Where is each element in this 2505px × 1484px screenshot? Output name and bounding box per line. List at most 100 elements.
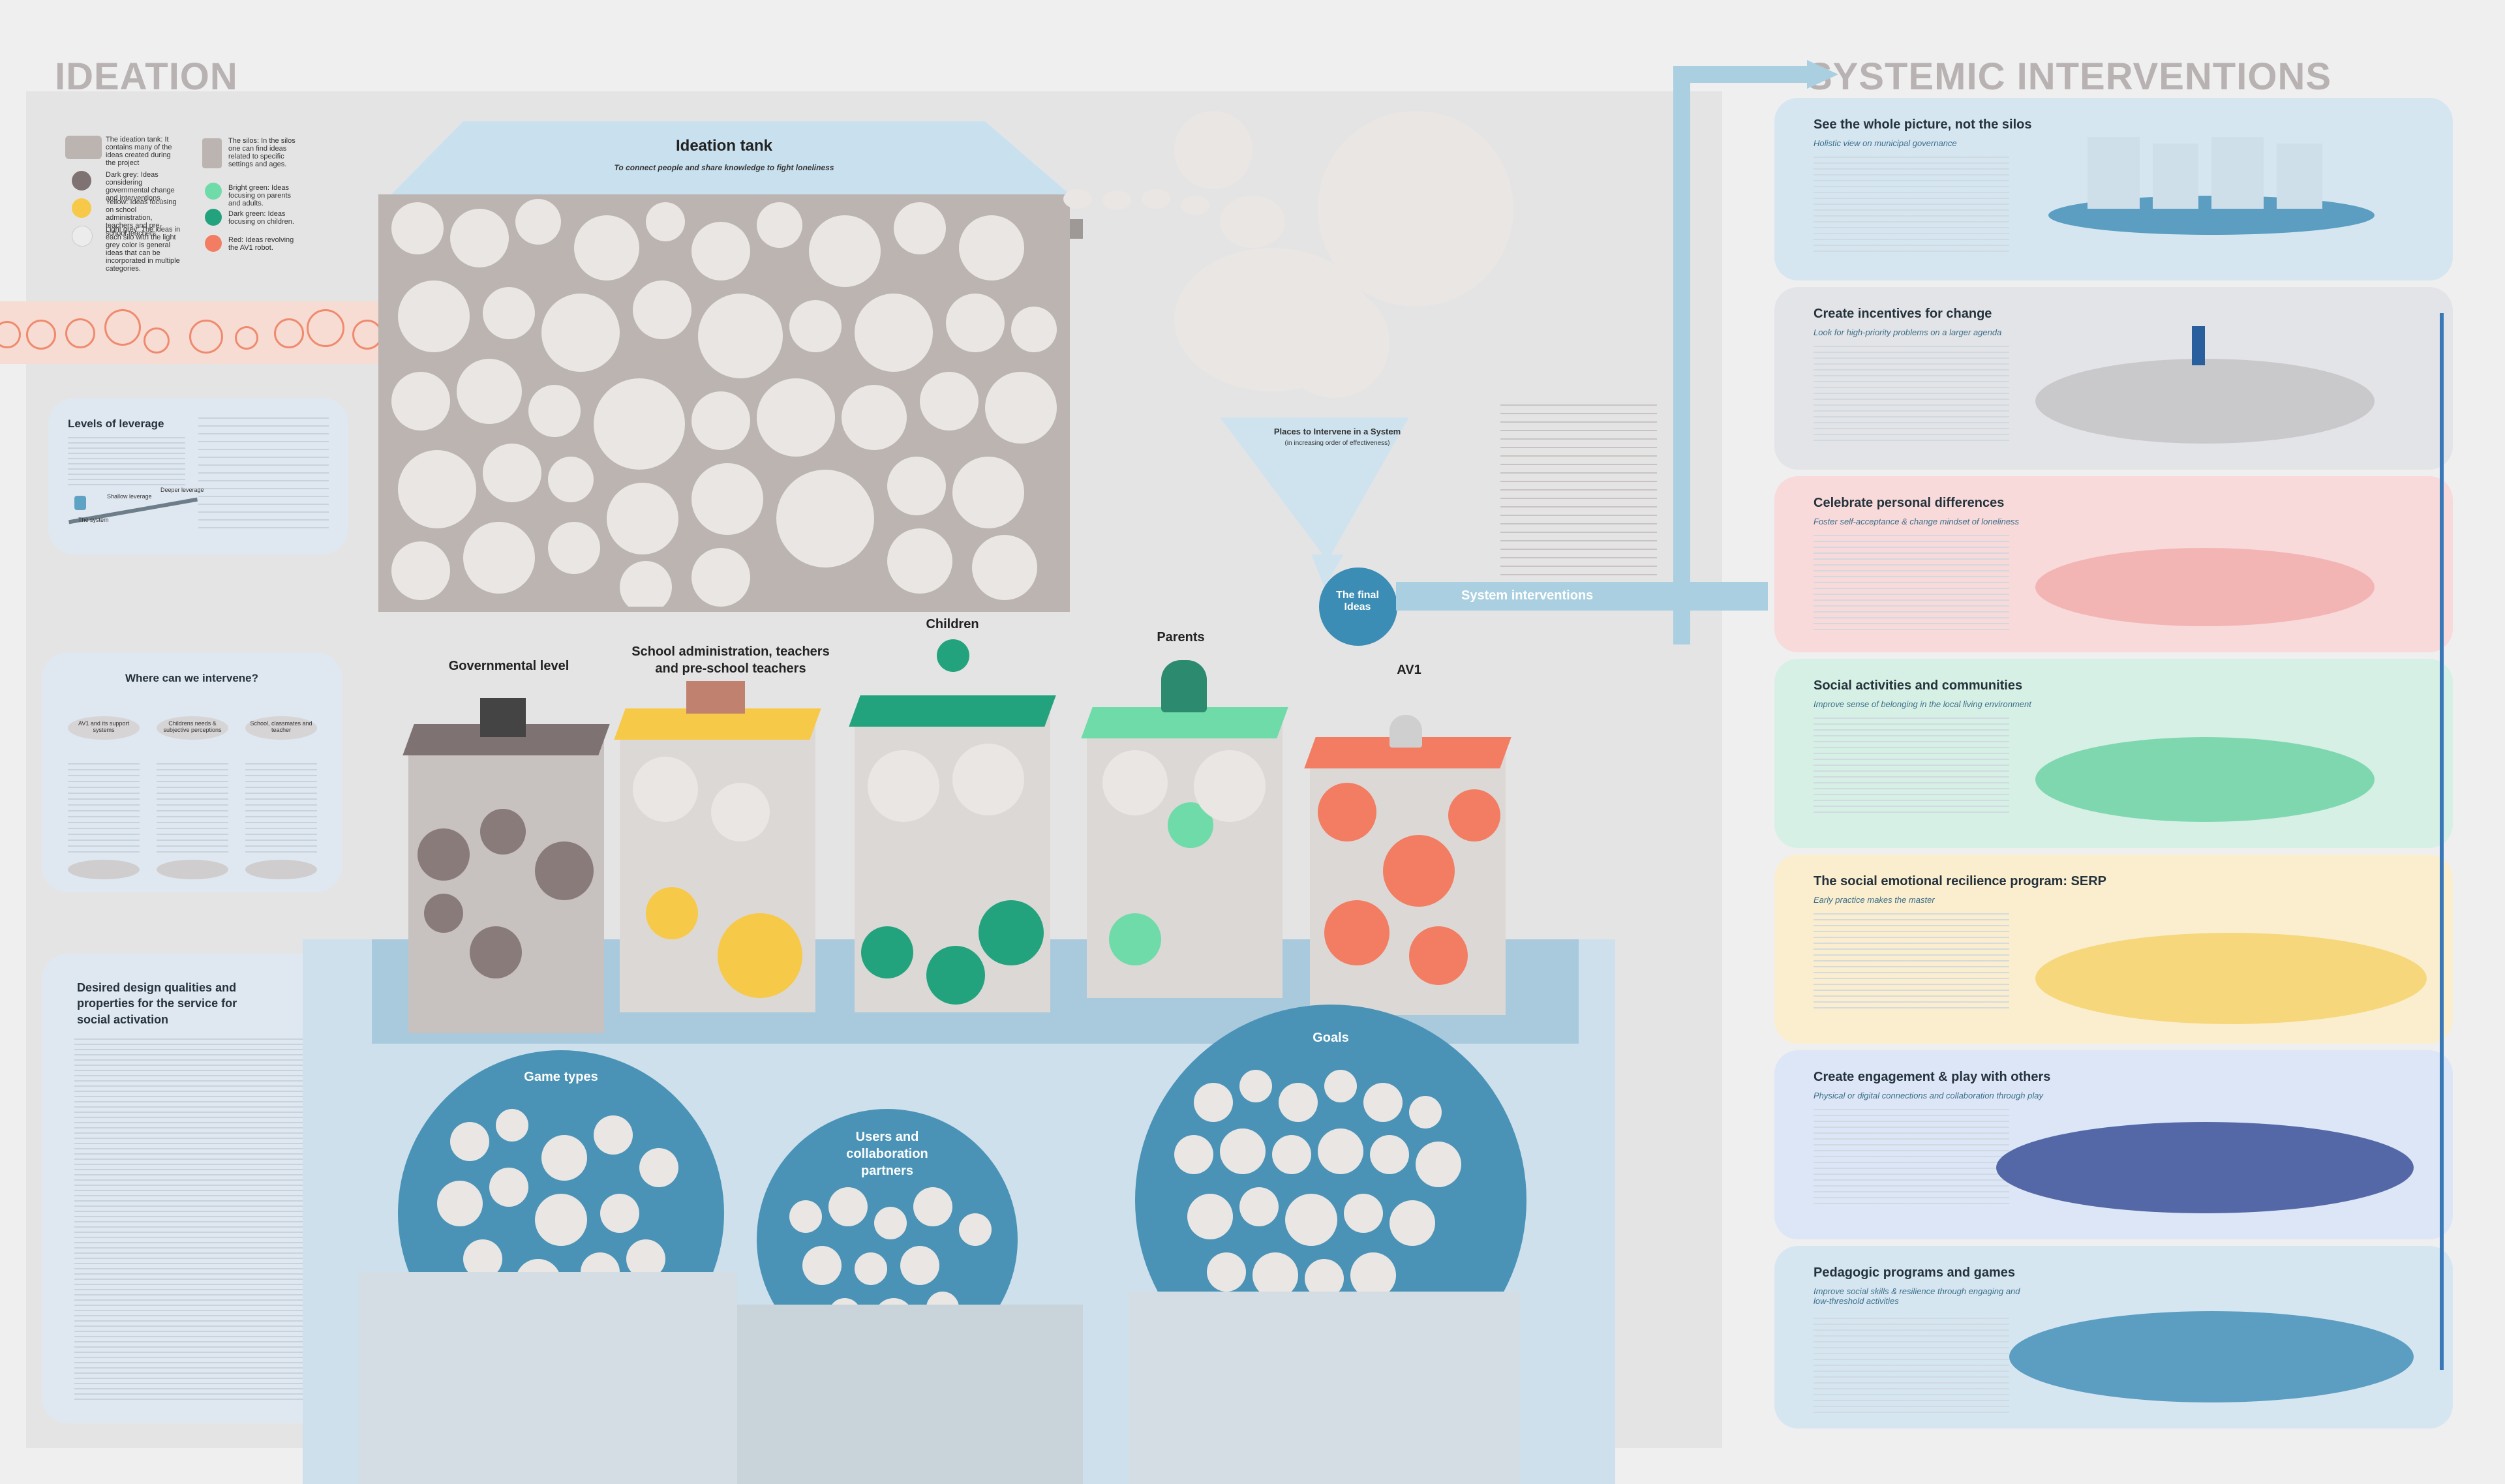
ideation-title: IDEATION	[55, 55, 238, 98]
idea-bubble	[887, 528, 952, 594]
intervention-platform-6	[1996, 1122, 2414, 1213]
idea-bubble	[607, 483, 678, 554]
system-interventions-label: System interventions	[1461, 588, 1594, 603]
intervention-card-3: Celebrate personal differences Foster se…	[1774, 476, 2453, 652]
description-bubble	[1279, 287, 1389, 398]
intervention-text-6	[1814, 1109, 2009, 1207]
where-option-av1: AV1 and its support systems	[68, 716, 140, 740]
goal-bubble	[1344, 1194, 1383, 1233]
intervention-platform-3	[2035, 548, 2375, 626]
gov-idea-bubble	[418, 828, 470, 881]
flow-bubble	[1063, 189, 1092, 209]
levels-of-leverage-panel: Levels of leverage Shallow leverage Deep…	[48, 398, 348, 554]
goal-bubble	[1187, 1194, 1233, 1239]
interventions-column: See the whole picture, not the silos Hol…	[1774, 98, 2466, 1429]
intervention-card-5: The social emotional recilience program:…	[1774, 855, 2453, 1044]
gov-idea-bubble	[535, 841, 594, 900]
school-idea-bubble	[718, 913, 802, 998]
goal-bubble	[1174, 1135, 1213, 1174]
ideation-tank-subtitle: To connect people and share knowledge to…	[614, 163, 834, 172]
intervention-title-1: See the whole picture, not the silos	[1814, 117, 2032, 132]
idea-bubble	[698, 294, 783, 378]
design-title: Desired design qualities and properties …	[77, 981, 237, 1026]
legend-yellow-text: Yellow: Ideas focusing on school adminis…	[106, 198, 177, 237]
legend-light-grey-text: Light grey: The ideas in each silo with …	[106, 226, 181, 273]
where-list-1	[68, 763, 140, 855]
idea-bubble	[691, 463, 763, 535]
idea-bubble	[391, 541, 450, 600]
goal-bubble	[1220, 1128, 1266, 1174]
idea-bubble	[946, 294, 1005, 352]
game-type-bubble	[496, 1109, 528, 1142]
legend-yellow-swatch	[72, 198, 91, 218]
flow-bubble	[1102, 190, 1131, 210]
goal-bubble	[1285, 1194, 1337, 1246]
idea-bubble	[887, 457, 946, 515]
idea-bubble	[515, 199, 561, 245]
silo-building	[2211, 137, 2264, 209]
children-silo-top	[849, 695, 1056, 727]
p-bubble	[307, 309, 344, 347]
ideation-tank-title: Ideation tank	[675, 137, 773, 155]
final-ideas-label: The final Ideas	[1336, 590, 1379, 613]
child-idea-bubble	[926, 946, 985, 1005]
user-bubble	[874, 1207, 907, 1239]
intervention-subtitle-1: Holistic view on municipal governance	[1814, 138, 1957, 148]
child-idea-bubble	[868, 750, 939, 822]
idea-bubble	[548, 457, 594, 502]
idea-bubble	[450, 209, 509, 267]
idea-bubble	[391, 372, 450, 431]
idea-bubble	[398, 450, 476, 528]
game-type-bubble	[541, 1135, 587, 1181]
child-idea-bubble	[952, 744, 1024, 815]
goal-bubble	[1279, 1083, 1318, 1122]
user-bubble	[855, 1252, 887, 1285]
description-bubble	[1318, 111, 1513, 307]
av1-robot-icon	[1389, 715, 1422, 748]
idea-bubble	[620, 561, 672, 607]
parents-figure-icon	[1161, 660, 1207, 712]
flow-bubble	[1142, 189, 1170, 209]
goal-bubble	[1350, 1252, 1396, 1298]
intervention-text-3	[1814, 535, 2009, 633]
goal-bubble	[1239, 1187, 1279, 1226]
goals-title: Goals	[1313, 1031, 1349, 1045]
p-bubble	[274, 318, 304, 348]
silo-building	[2153, 144, 2198, 209]
governmental-label: Governmental level	[448, 659, 569, 673]
system-label: The system	[78, 517, 109, 523]
goal-bubble	[1324, 1070, 1357, 1102]
goal-bubble	[1239, 1070, 1272, 1102]
child-figure-icon	[937, 639, 969, 672]
intervention-platform-2	[2035, 359, 2375, 444]
parents-label: Parents	[1157, 630, 1205, 644]
funnel-title: Places to Intervene in a System	[1273, 427, 1401, 436]
users-title: Users and collaboration partners	[846, 1130, 928, 1178]
legend-dark-green-text: Dark green: Ideas focusing on children.	[228, 210, 294, 226]
levels-title: Levels of leverage	[68, 417, 164, 430]
av1-idea-bubble	[1409, 926, 1468, 985]
goal-bubble	[1252, 1252, 1298, 1298]
pedestal-goals	[1129, 1292, 1520, 1484]
school-idea-bubble	[633, 757, 698, 822]
system-interventions-arrow	[1396, 582, 1768, 611]
p-bubble	[144, 327, 170, 354]
user-bubble	[900, 1246, 939, 1285]
game-type-bubble	[639, 1148, 678, 1187]
intervention-platform-5	[2035, 933, 2427, 1024]
game-type-bubble	[535, 1194, 587, 1246]
places-funnel	[1220, 417, 1409, 587]
government-building-icon	[480, 698, 526, 737]
intervention-title-5: The social emotional recilience program:…	[1814, 874, 2107, 888]
user-bubble	[959, 1213, 992, 1246]
gov-idea-bubble	[470, 926, 522, 978]
idea-bubble	[548, 522, 600, 574]
idea-bubble	[809, 215, 881, 287]
idea-bubble	[457, 359, 522, 424]
idea-bubble	[691, 222, 750, 280]
goal-bubble	[1370, 1135, 1409, 1174]
where-option-children: Childrens needs & subjective perceptions	[157, 716, 228, 740]
idea-bubble	[541, 294, 620, 372]
intervention-platform-7	[2009, 1311, 2414, 1402]
user-bubble	[802, 1246, 842, 1285]
